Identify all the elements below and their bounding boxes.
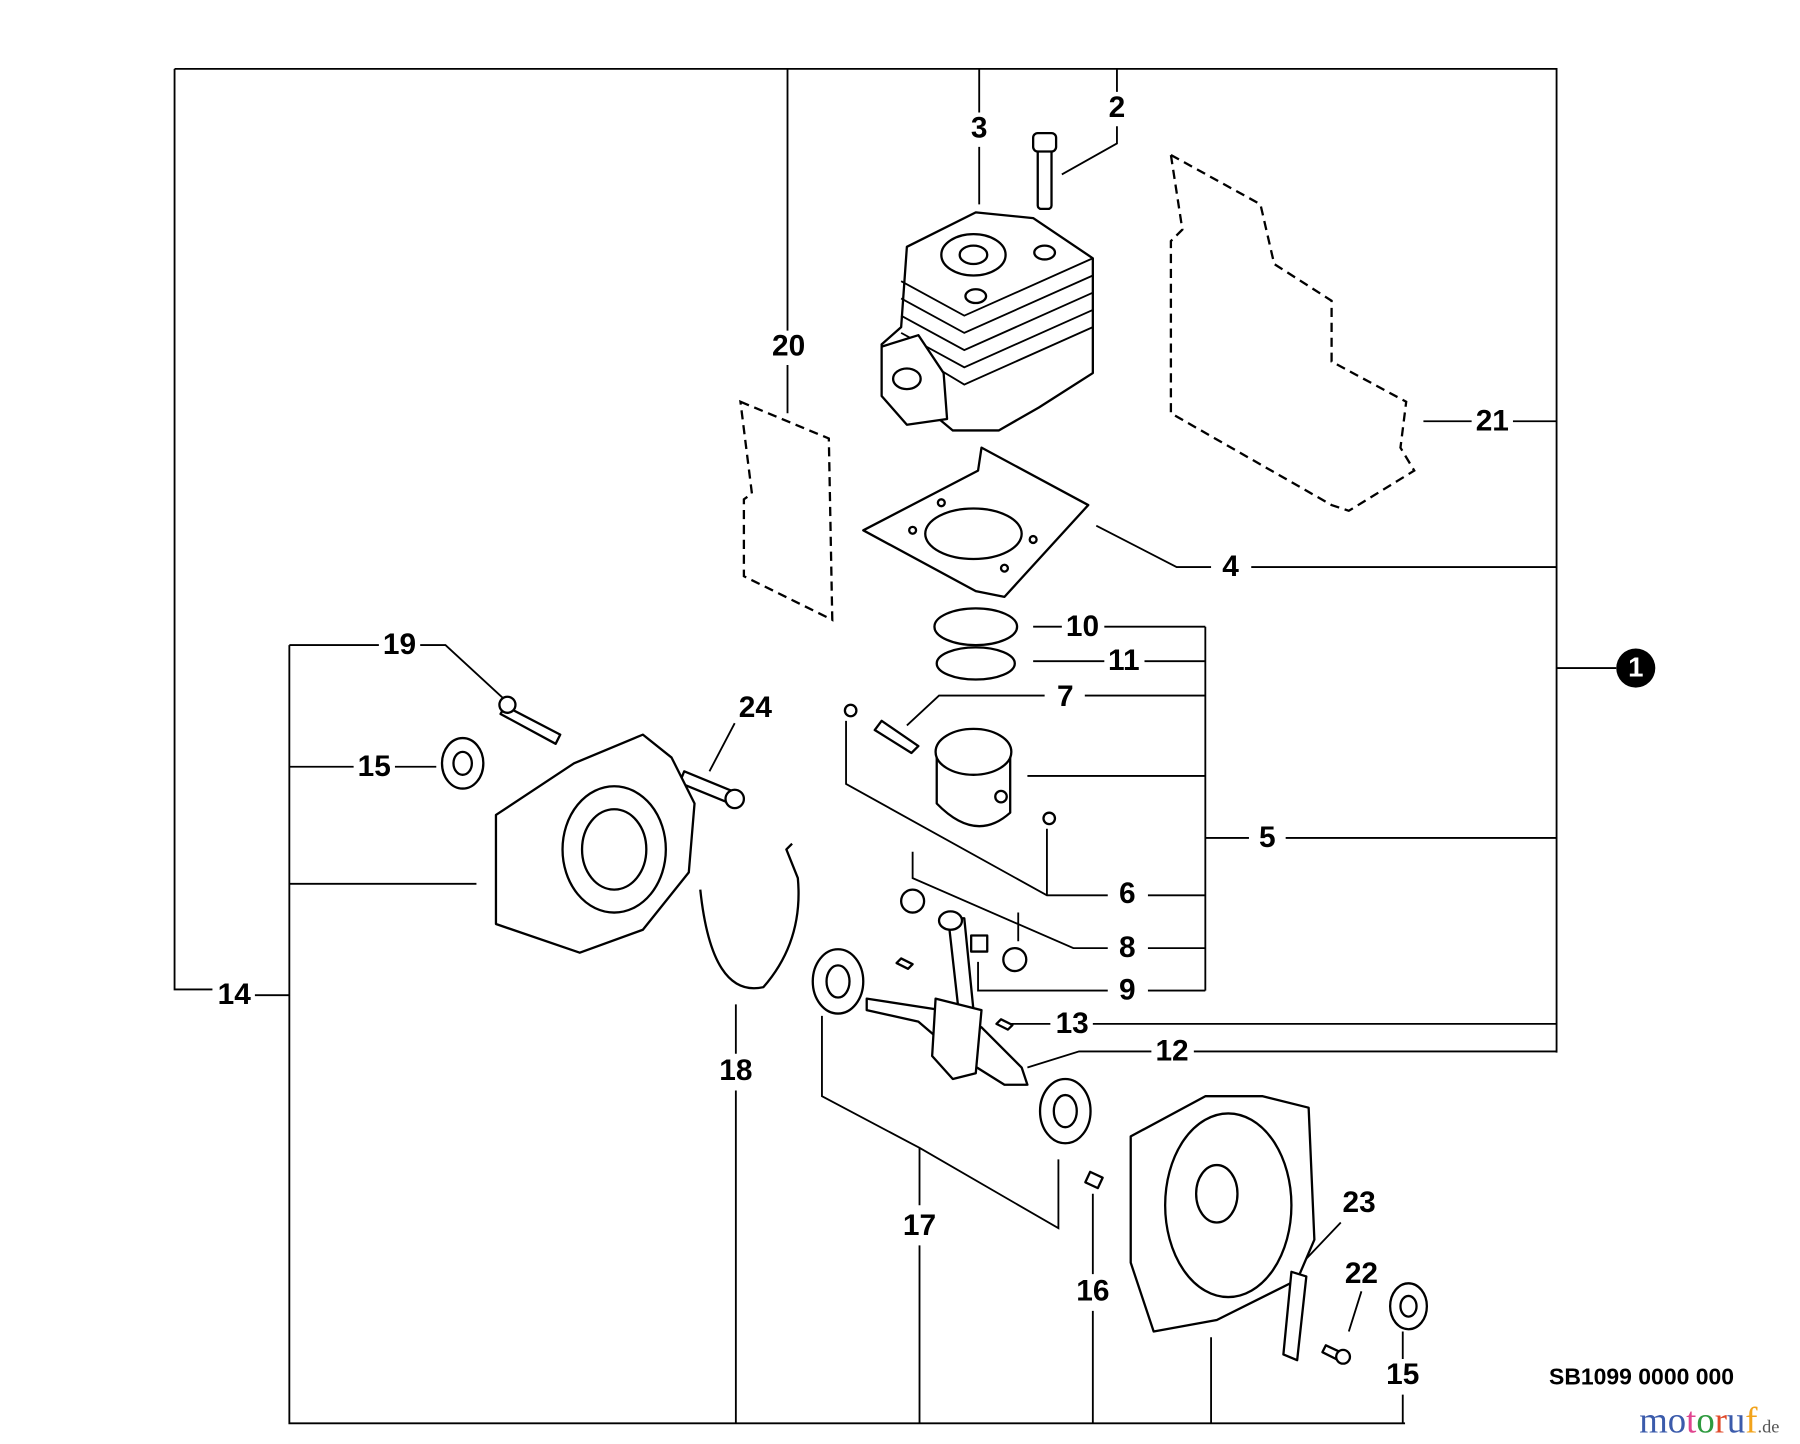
callout-24: 24	[739, 691, 773, 724]
drawing-code: SB1099 0000 000	[1549, 1363, 1734, 1389]
callout-15: 15	[358, 750, 391, 783]
callout-19: 19	[383, 628, 416, 661]
callout-22: 22	[1345, 1257, 1378, 1290]
watermark-letter: u	[1727, 1400, 1745, 1441]
callout-2: 2	[1109, 91, 1126, 124]
callout-20: 20	[772, 330, 805, 363]
main-bearing	[1038, 1077, 1092, 1145]
watermark-letter: f	[1745, 1400, 1758, 1441]
circlip	[843, 703, 858, 718]
callout-21: 21	[1476, 404, 1509, 437]
callout-4: 4	[1222, 550, 1239, 583]
cylinder-bolt	[1032, 132, 1058, 211]
leader-lines	[173, 67, 1617, 1425]
crankcase-half	[1129, 1095, 1316, 1333]
callout-7: 7	[1057, 680, 1074, 713]
watermark-letter: o	[1696, 1400, 1714, 1441]
piston-rings	[933, 607, 1019, 681]
callout-11: 11	[1108, 644, 1140, 677]
circlip	[1042, 811, 1057, 826]
callout-14: 14	[218, 978, 252, 1011]
thrust-washer	[1002, 946, 1028, 973]
callout-8: 8	[1119, 931, 1136, 964]
watermark-letter: o	[1668, 1400, 1686, 1441]
crankshaft	[865, 910, 1029, 1086]
dowel-pin	[1084, 1170, 1104, 1190]
screw	[1321, 1344, 1352, 1365]
bolt	[498, 695, 562, 745]
callout-17: 17	[903, 1209, 936, 1242]
cylinder-gasket	[862, 446, 1090, 599]
callout-15: 15	[1386, 1358, 1419, 1391]
callout-12: 12	[1155, 1034, 1188, 1067]
callout-23: 23	[1343, 1186, 1376, 1219]
callout-5: 5	[1259, 821, 1276, 854]
watermark-letter: m	[1639, 1400, 1668, 1441]
woodruff-key	[995, 1018, 1014, 1031]
main-bearing	[811, 948, 865, 1015]
piston	[934, 727, 1013, 828]
callout-16: 16	[1076, 1274, 1109, 1307]
cylinder	[880, 211, 1094, 432]
watermark-logo: motoruf.de	[1639, 1400, 1779, 1441]
callout-18: 18	[719, 1054, 752, 1087]
crankcase-half	[494, 733, 696, 954]
crankcase-gasket	[699, 842, 800, 990]
woodruff-key	[895, 957, 914, 970]
assembly-marker	[1616, 648, 1656, 688]
thrust-washer	[900, 888, 926, 914]
watermark-letter: r	[1715, 1400, 1727, 1441]
callout-10: 10	[1066, 610, 1099, 643]
callout-9: 9	[1119, 974, 1136, 1007]
watermark-letter: t	[1686, 1400, 1696, 1441]
cable-guide	[1282, 1270, 1308, 1362]
watermark-suffix: .de	[1758, 1417, 1780, 1437]
callout-1: 1	[1628, 651, 1643, 682]
oil-seal	[440, 736, 485, 790]
callout-3: 3	[971, 112, 988, 145]
piston-pin	[873, 719, 920, 755]
callout-6: 6	[1119, 877, 1136, 910]
insulator-plate	[739, 399, 834, 622]
oil-seal	[1388, 1282, 1429, 1331]
callout-13: 13	[1056, 1007, 1089, 1040]
needle-bearing	[970, 934, 989, 953]
heat-shield	[1169, 152, 1416, 513]
